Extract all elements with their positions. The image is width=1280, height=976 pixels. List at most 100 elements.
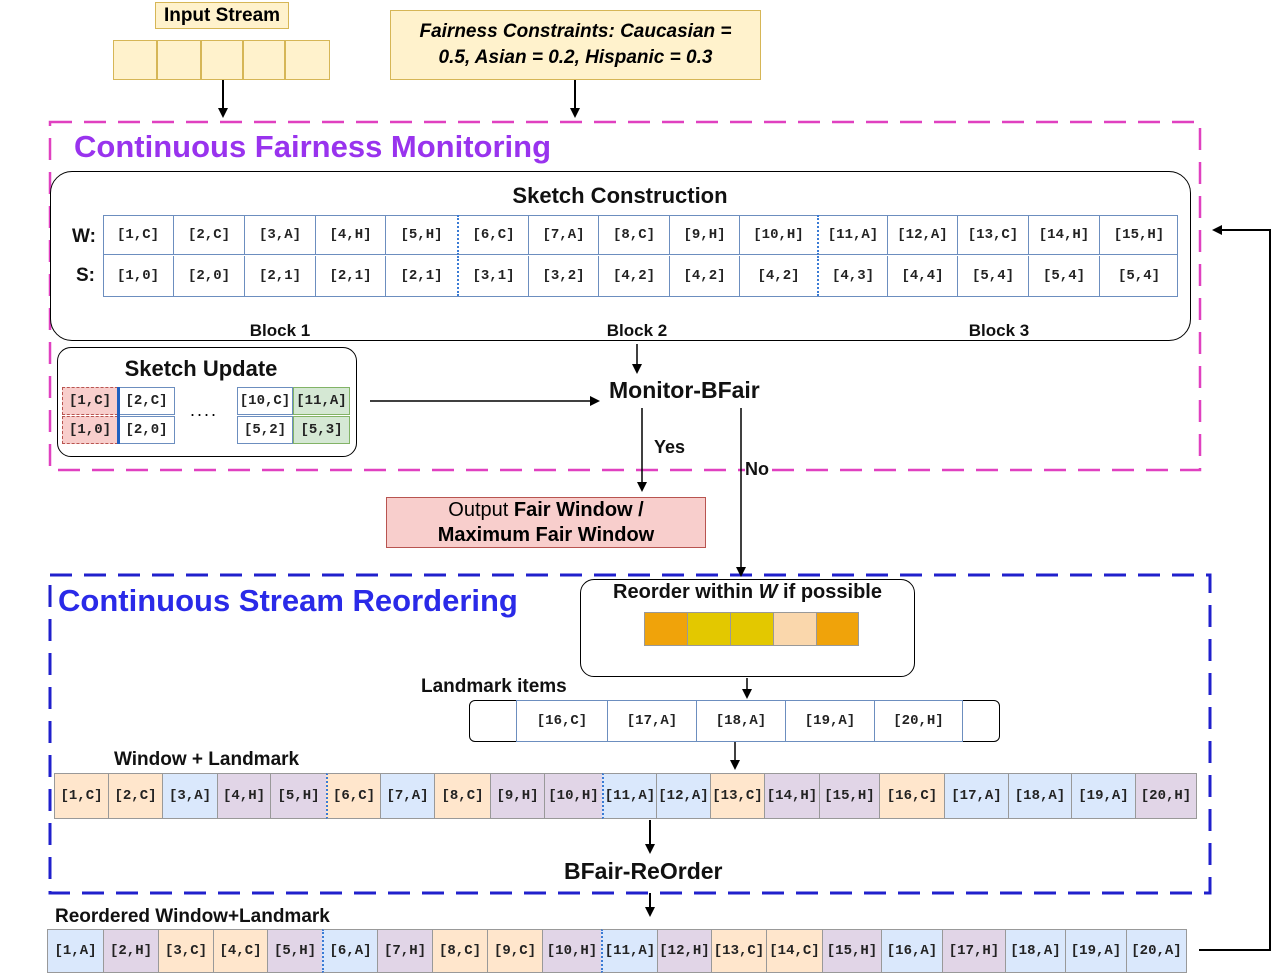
w-cell: [14,H] (1028, 215, 1099, 255)
reordered-cell: [11,A] (601, 929, 657, 973)
s-cell: [1,0] (116, 268, 159, 284)
reorder-prefix: Reorder within (613, 581, 759, 603)
window-landmark-cell: [19,A] (1071, 773, 1135, 819)
reordered-cell: [7,H] (377, 929, 432, 973)
sketch-construction-title: Sketch Construction (512, 183, 728, 208)
s-row-label: S: (76, 265, 95, 286)
reordering-title: Continuous Stream Reordering (58, 583, 518, 618)
s-cell: [2,1] (385, 256, 457, 296)
reordered-label: Reordered Window+Landmark (55, 906, 330, 927)
update-ellipsis: .... (190, 400, 219, 420)
landmark-cell: [18,A] (696, 700, 785, 742)
window-landmark-cell: [20,H] (1135, 773, 1197, 819)
w-cell: [12,A] (887, 215, 957, 255)
window-landmark-cell: [4,H] (217, 773, 270, 819)
input-stream-label-box: Input Stream (155, 2, 289, 29)
reordered-row: [1,A][2,H][3,C][4,C][5,H][6,A][7,H][8,C]… (47, 929, 1187, 973)
sketch-update-top-right: [10,C] [11,A] (237, 387, 350, 415)
reordered-cell: [12,H] (657, 929, 711, 973)
s-cell: [2,0] (173, 256, 244, 296)
w-cell: [15,H] (1099, 215, 1178, 255)
w-cell: [7,A] (528, 215, 598, 255)
w-cell: [4,H] (315, 215, 385, 255)
input-stream-label: Input Stream (163, 4, 281, 26)
update-cell-removed: [1,C] (62, 387, 118, 415)
reordered-cell: [3,C] (158, 929, 213, 973)
w-cell: [9,H] (669, 215, 739, 255)
reordered-cell: [1,A] (47, 929, 103, 973)
input-stream-cells (113, 40, 330, 80)
window-landmark-cell: [7,A] (380, 773, 434, 819)
s-cell: [4,2] (669, 256, 739, 296)
bfair-reorder-label: BFair-ReOrder (564, 858, 723, 884)
update-cell: [5,2] (237, 416, 293, 444)
update-separator (117, 387, 120, 444)
fairness-constraints-box: Fairness Constraints: Caucasian = 0.5, A… (390, 10, 761, 80)
landmark-cell: [17,A] (607, 700, 696, 742)
reorder-suffix: if possible (777, 581, 882, 603)
reordered-cell: [19,A] (1065, 929, 1126, 973)
w-cell: [5,H] (385, 215, 457, 255)
reorder-item-cell (730, 612, 773, 646)
sketch-update-bottom-right: [5,2] [5,3] (237, 416, 350, 444)
reordered-cell: [10,H] (542, 929, 601, 973)
stream-cell (243, 40, 285, 80)
w-cell: [6,C] (457, 215, 528, 255)
window-landmark-cell: [8,C] (434, 773, 490, 819)
reordered-cell: [6,A] (322, 929, 377, 973)
window-landmark-cell: [6,C] (326, 773, 380, 819)
s-cell: [4,3] (817, 256, 887, 296)
s-cell: [5,4] (1028, 256, 1099, 296)
reorder-item-cell (816, 612, 859, 646)
output-fair-window: Fair Window / (513, 498, 644, 521)
reordered-cell: [14,C] (766, 929, 822, 973)
w-cell: [1,C] (103, 215, 173, 255)
window-landmark-cell: [13,C] (710, 773, 764, 819)
update-cell: [2,C] (118, 387, 175, 415)
w-row-label: W: (72, 226, 96, 247)
reorder-cells (644, 612, 859, 646)
no-label: No (745, 459, 771, 480)
feedback-arrow (1199, 225, 1271, 951)
window-landmark-label: Window + Landmark (114, 749, 300, 770)
output-prefix: Output (448, 498, 514, 521)
update-cell: [10,C] (237, 387, 293, 415)
reordered-cell: [5,H] (267, 929, 322, 973)
w-cell: [11,A] (817, 215, 887, 255)
block3-label: Block 3 (968, 321, 1030, 340)
window-landmark-cell: [11,A] (602, 773, 656, 819)
output-box: Output Fair Window / Maximum Fair Window (386, 497, 706, 548)
landmark-label: Landmark items (421, 676, 567, 697)
w-cell: [8,C] (598, 215, 669, 255)
stream-cell (157, 40, 201, 80)
s-cell: [5,4] (957, 256, 1028, 296)
landmark-cell: [20,H] (874, 700, 963, 742)
window-landmark-cell: [17,A] (944, 773, 1008, 819)
window-landmark-cell: [14,H] (764, 773, 819, 819)
w-cell: [3,A] (244, 215, 315, 255)
update-cell-removed: [1,0] (62, 416, 118, 444)
stream-cell (285, 40, 330, 80)
reordered-cell: [8,C] (432, 929, 487, 973)
reordered-cell: [4,C] (213, 929, 267, 973)
reorder-item-cell (773, 612, 816, 646)
window-landmark-cell: [1,C] (54, 773, 108, 819)
reordered-cell: [2,H] (103, 929, 158, 973)
w-cell: [10,H] (739, 215, 817, 255)
sketch-update-top-left: [1,C] [2,C] (62, 387, 175, 415)
reordered-cell: [9,C] (487, 929, 542, 973)
reordered-cell: [16,A] (881, 929, 942, 973)
window-landmark-cell: [18,A] (1008, 773, 1071, 819)
monitor-bfair-label: Monitor-BFair (609, 377, 760, 403)
s-cell: [4,2] (739, 256, 817, 296)
reordered-cell: [13,C] (711, 929, 766, 973)
window-landmark-cell: [10,H] (544, 773, 602, 819)
reorder-within-title: Reorder within W if possible (580, 581, 915, 604)
block2-label: Block 2 (606, 321, 668, 340)
sketch-construction-box (50, 171, 1191, 341)
window-landmark-cell: [16,C] (879, 773, 944, 819)
s-cell: [4,2] (598, 256, 669, 296)
s-cell: [4,4] (887, 256, 957, 296)
s-row: [1,0][2,0][2,1][2,1][2,1][3,1][3,2][4,2]… (103, 256, 1178, 296)
constraints-line1: Fairness Constraints: Caucasian = (419, 21, 732, 42)
